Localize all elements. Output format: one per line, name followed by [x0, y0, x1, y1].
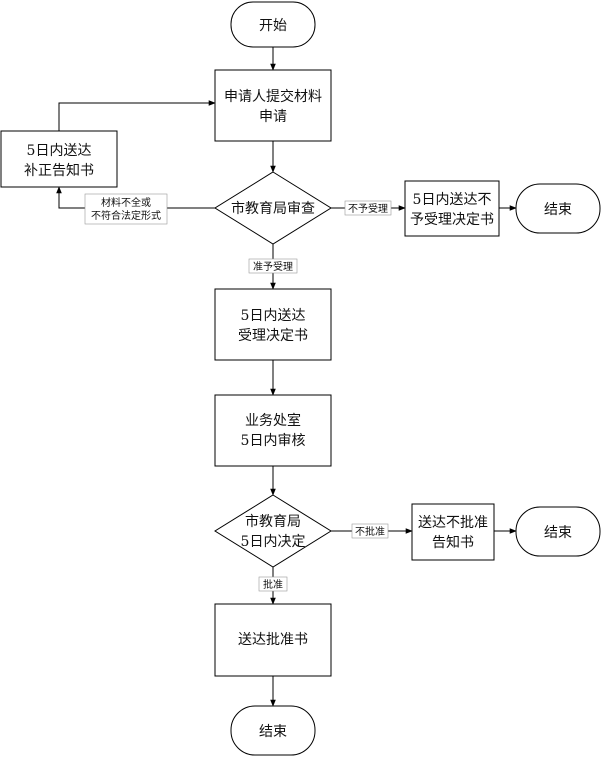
deny-notice-node: 送达不批准 告知书 [411, 503, 495, 561]
label-incomplete: 材料不全或 不符合法定形式 [84, 193, 168, 225]
label-not-approve-text: 不批准 [355, 525, 385, 538]
deny-notice-line2: 告知书 [432, 534, 474, 551]
submit-node: 申请人提交材料 申请 [214, 69, 332, 142]
label-accept: 准予受理 [248, 258, 298, 274]
start-label: 开始 [259, 18, 287, 34]
label-approve-text: 批准 [263, 578, 283, 591]
dept-review-line1: 业务处室 [245, 412, 301, 429]
label-not-accept-text: 不予受理 [348, 203, 388, 215]
approval-node: 送达批准书 [214, 603, 332, 677]
dept-review-line2: 5日内审核 [241, 433, 306, 449]
decision-node: 市教育局 5日内决定 [214, 494, 332, 568]
end-reject-label: 结束 [544, 202, 572, 218]
submit-label-line2: 申请 [259, 109, 287, 125]
label-incomplete-line2: 不符合法定形式 [91, 209, 161, 222]
label-accept-text: 准予受理 [253, 261, 293, 273]
start-node: 开始 [230, 1, 316, 48]
review-label: 市教育局审查 [231, 200, 315, 217]
reject-notice-line2: 予受理决定书 [410, 212, 494, 228]
accept-notice-node: 5日内送达 受理决定书 [214, 288, 332, 361]
approval-label: 送达批准书 [238, 632, 308, 648]
edge-correction-submit [58, 100, 216, 131]
accept-notice-line1: 5日内送达 [241, 308, 306, 324]
decision-line1: 市教育局 [245, 513, 301, 530]
end-deny-label: 结束 [544, 525, 572, 541]
label-not-accept: 不予受理 [344, 200, 392, 216]
label-not-approve: 不批准 [351, 523, 389, 539]
end-label: 结束 [259, 724, 287, 740]
correction-label-line1: 5日内送达 [27, 143, 92, 159]
correction-label-line2: 补正告知书 [24, 162, 94, 179]
deny-notice-line1: 送达不批准 [418, 515, 488, 531]
end-reject-node: 结束 [515, 183, 601, 234]
review-node: 市教育局审查 [214, 171, 332, 245]
end-deny-node: 结束 [515, 506, 601, 557]
label-approve: 批准 [258, 576, 288, 592]
correction-node: 5日内送达 补正告知书 [0, 130, 118, 188]
reject-notice-node: 5日内送达不 予受理决定书 [404, 180, 500, 237]
reject-notice-line1: 5日内送达不 [413, 192, 492, 208]
end-node: 结束 [230, 705, 316, 756]
decision-line2: 5日内决定 [241, 534, 306, 550]
label-incomplete-line1: 材料不全或 [101, 196, 151, 209]
dept-review-node: 业务处室 5日内审核 [214, 394, 332, 467]
submit-label-line1: 申请人提交材料 [224, 88, 322, 105]
accept-notice-line2: 受理决定书 [238, 328, 308, 344]
